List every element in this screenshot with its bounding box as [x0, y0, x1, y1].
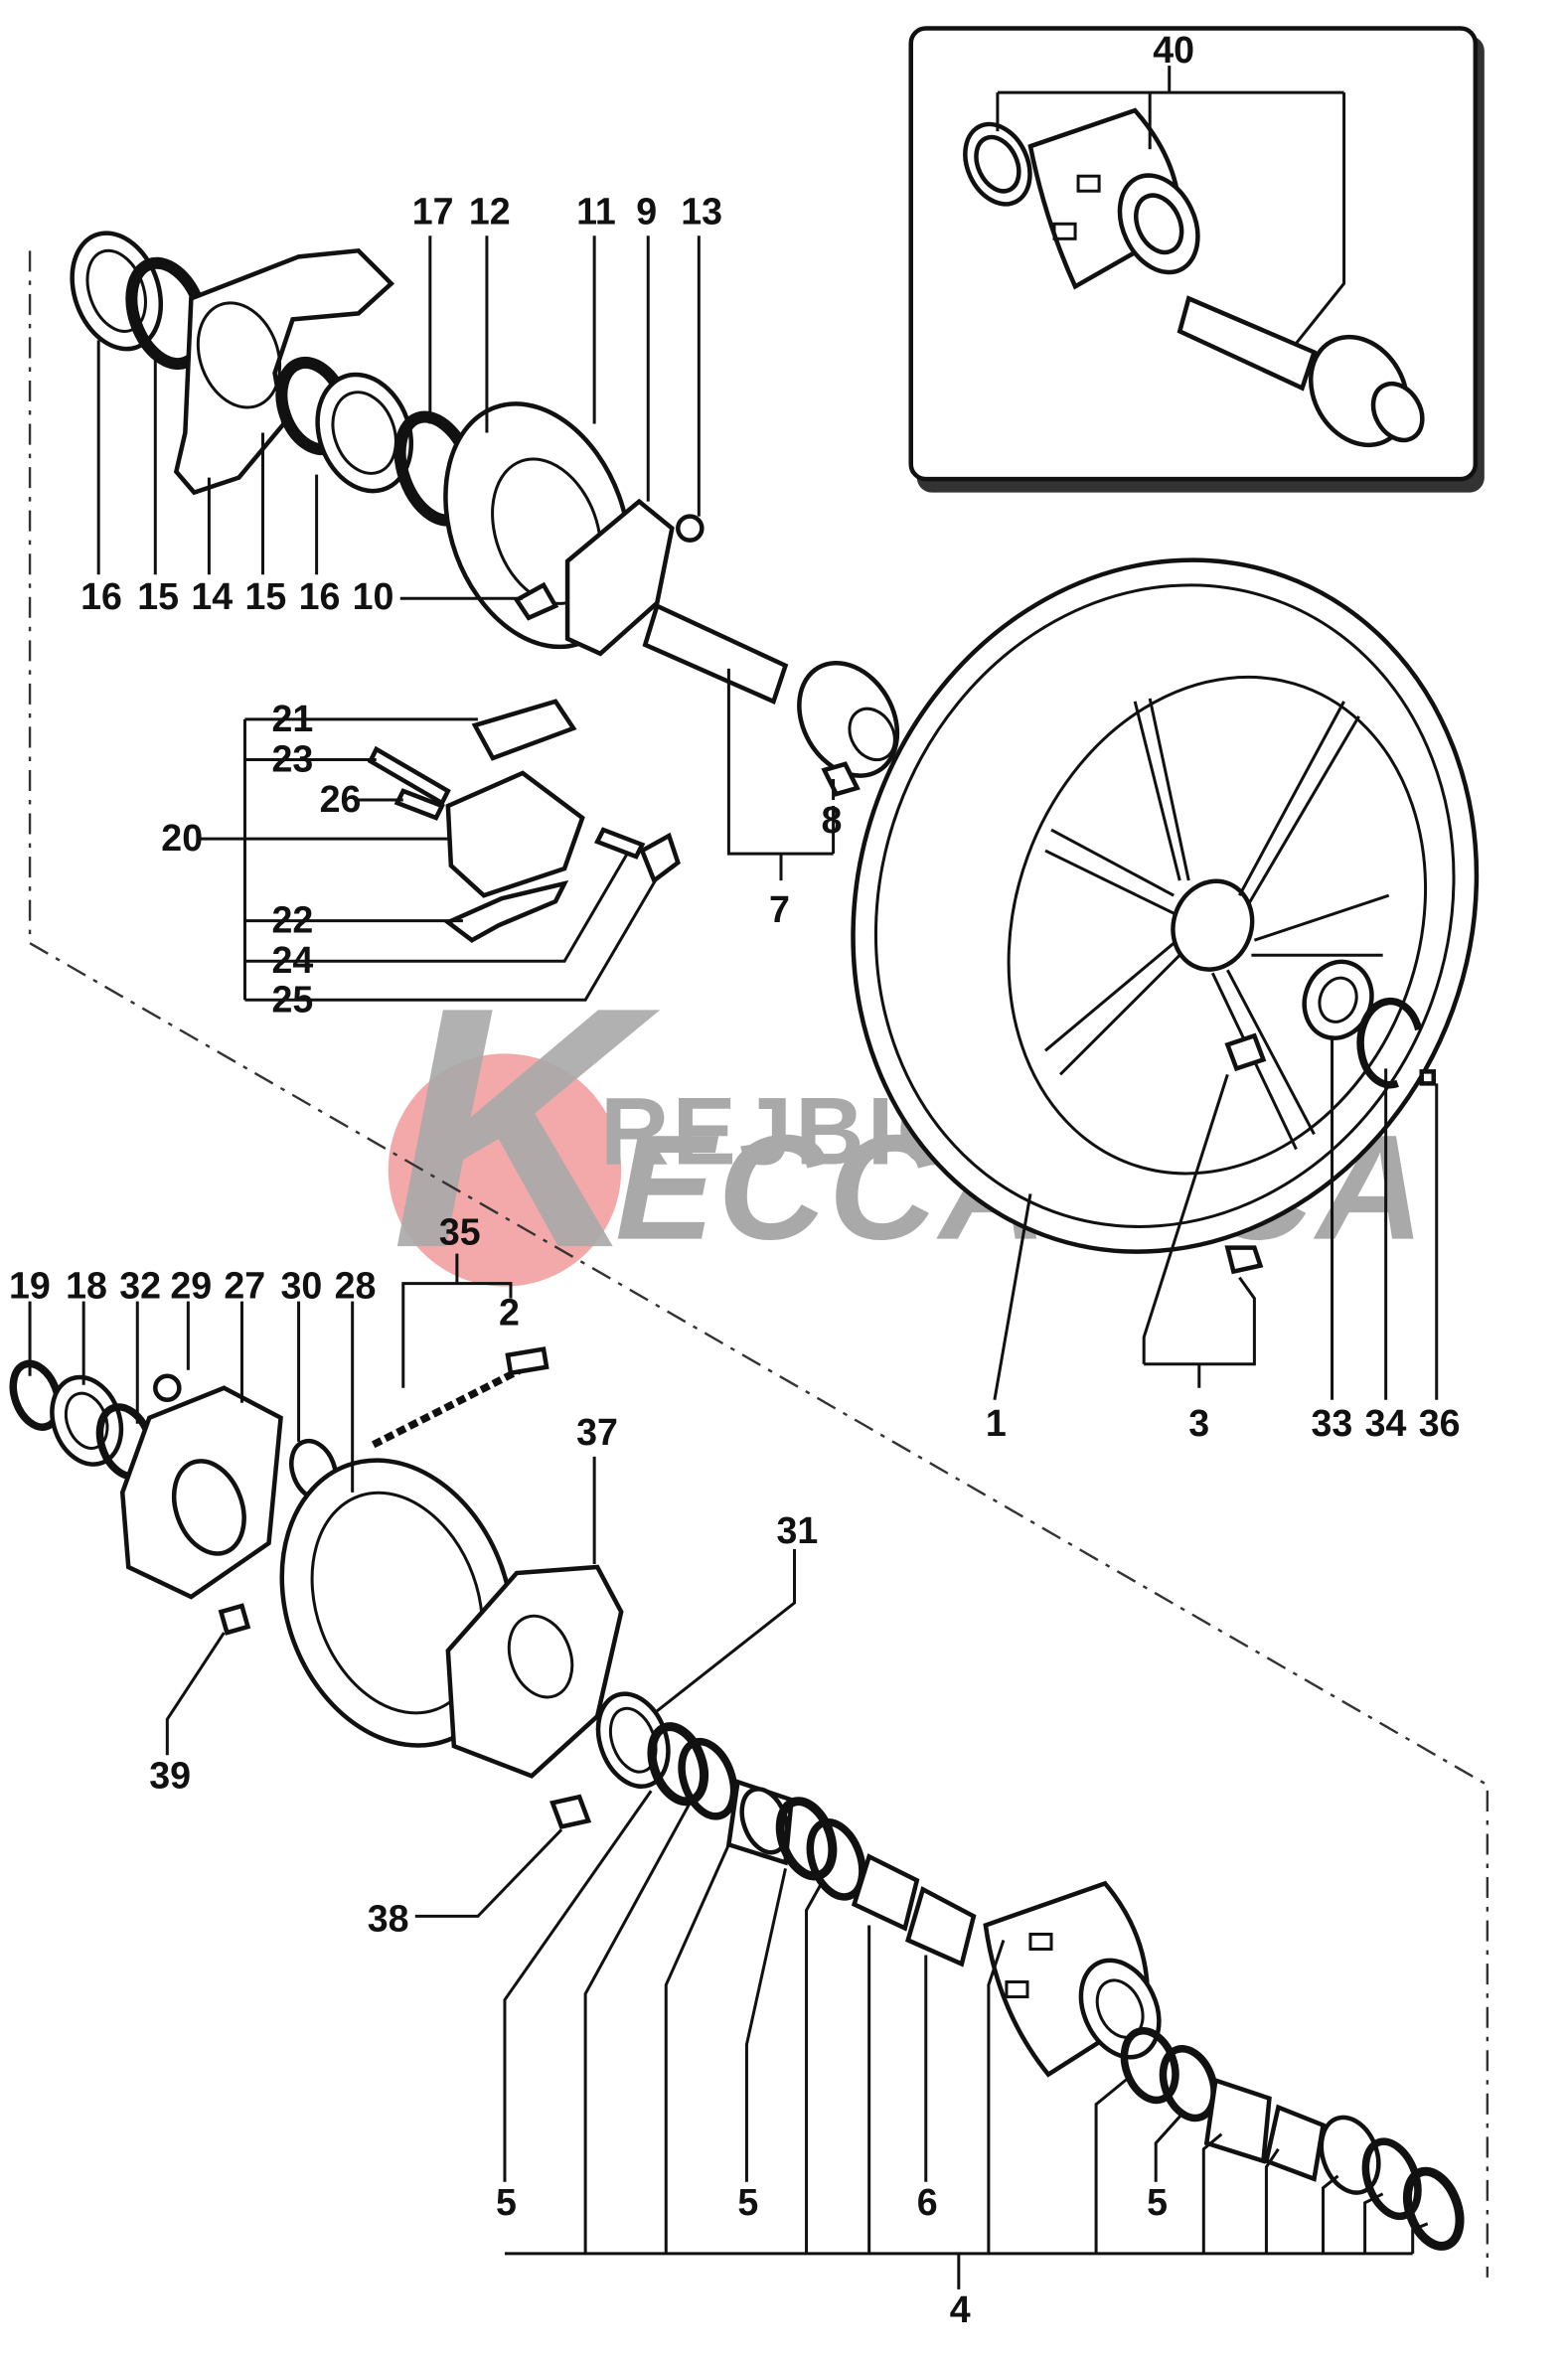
- parts-upper-left: [70, 231, 479, 527]
- label-36: 36: [1419, 1402, 1461, 1444]
- label-19: 19: [9, 1265, 51, 1307]
- watermark-circle: [388, 1053, 622, 1287]
- label-40: 40: [1153, 29, 1194, 71]
- label-17: 17: [412, 190, 454, 232]
- label-9: 9: [636, 190, 657, 232]
- label-38: 38: [368, 1897, 409, 1939]
- parts-bearing-stack: [647, 1722, 1465, 2251]
- label-25: 25: [272, 978, 314, 1020]
- label-26: 26: [320, 778, 362, 820]
- label-5b: 5: [737, 2181, 758, 2223]
- part-number-labels: 16 15 14 15 16 17 12 11 9 13 10 8 7 21 2…: [9, 190, 1460, 2330]
- parts-disc-and-shaft: [443, 401, 900, 797]
- label-29: 29: [170, 1265, 212, 1307]
- label-39: 39: [149, 1754, 191, 1796]
- label-24: 24: [272, 939, 314, 981]
- label-6: 6: [917, 2181, 938, 2223]
- label-22: 22: [272, 899, 314, 941]
- label-20: 20: [161, 817, 203, 859]
- label-8: 8: [822, 799, 843, 841]
- label-4: 4: [950, 2288, 971, 2330]
- parts-caliper: [367, 699, 681, 943]
- label-13: 13: [681, 190, 722, 232]
- leader-lines: [28, 236, 1439, 2289]
- label-30: 30: [281, 1265, 323, 1307]
- label-16a: 16: [80, 575, 122, 617]
- label-28: 28: [335, 1265, 377, 1307]
- label-14: 14: [191, 575, 233, 617]
- label-16b: 16: [299, 575, 341, 617]
- label-2: 2: [499, 1292, 520, 1334]
- label-7: 7: [769, 888, 790, 930]
- label-10: 10: [353, 575, 394, 617]
- parts-lower-left: [9, 1346, 671, 1829]
- label-5a: 5: [496, 2181, 517, 2223]
- label-32: 32: [119, 1265, 161, 1307]
- label-15a: 15: [137, 575, 179, 617]
- inset-box: 40: [908, 26, 1485, 493]
- label-37: 37: [576, 1411, 618, 1453]
- label-31: 31: [776, 1509, 818, 1551]
- label-3: 3: [1188, 1402, 1209, 1444]
- label-35: 35: [439, 1211, 481, 1253]
- label-27: 27: [224, 1265, 265, 1307]
- label-12: 12: [469, 190, 511, 232]
- label-1: 1: [986, 1402, 1007, 1444]
- label-21: 21: [272, 698, 314, 739]
- label-33: 33: [1312, 1402, 1353, 1444]
- label-15b: 15: [244, 575, 286, 617]
- label-34: 34: [1365, 1402, 1407, 1444]
- label-11: 11: [576, 190, 616, 232]
- assembly-axis: [28, 250, 1490, 2278]
- wheel-rim: [851, 557, 1480, 1275]
- label-18: 18: [66, 1265, 107, 1307]
- label-5c: 5: [1147, 2181, 1168, 2223]
- label-23: 23: [272, 737, 314, 779]
